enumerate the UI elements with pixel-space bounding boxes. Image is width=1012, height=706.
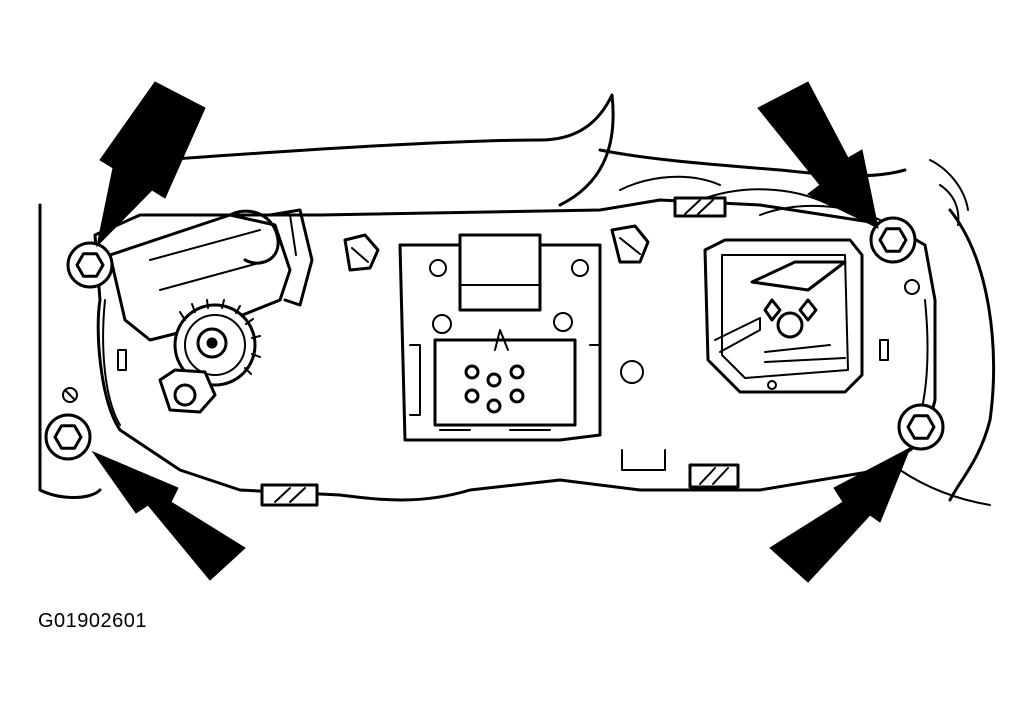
figure-identifier: G01902601 [38,610,148,632]
left-control-mechanism [108,208,314,414]
arrow-icon-bottom-right [769,446,911,583]
hex-bolt-icon [897,403,945,451]
hex-bolt-icon [66,241,114,289]
hex-bolt-icon [44,413,92,461]
arrow-icon-bottom-left [91,450,246,581]
dashboard-background [38,93,996,506]
small-screw-icon [62,387,78,403]
arrow-icon-top-left [96,81,206,248]
hex-bolt-icon [869,216,917,264]
arrow-icon-top-right [757,81,879,229]
center-switch-block [398,233,602,442]
right-mode-selector [703,238,920,394]
clip-features [260,196,889,507]
